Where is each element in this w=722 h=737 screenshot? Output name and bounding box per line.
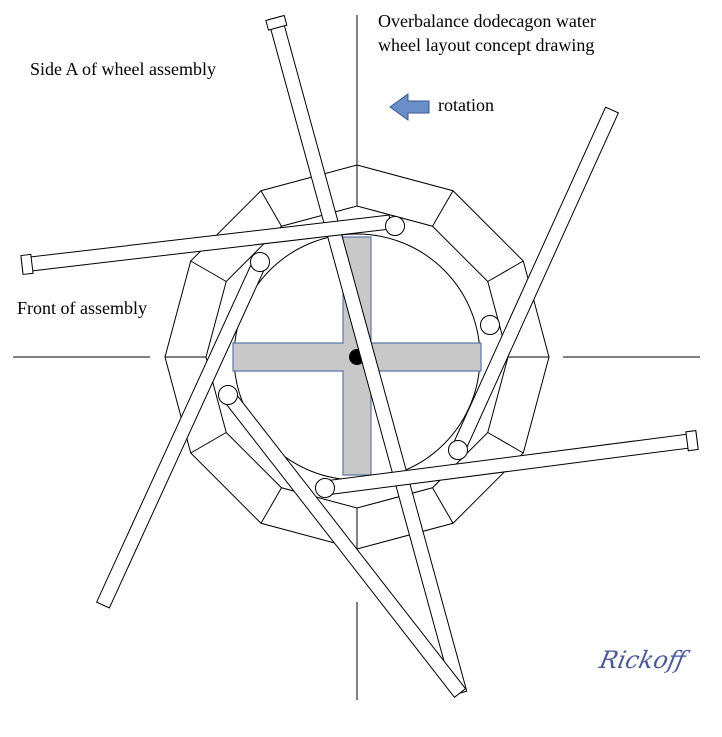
roller-ball (250, 252, 270, 272)
dodecagon-segment-link (260, 190, 282, 227)
dodecagon-segment-link (190, 260, 227, 282)
left-arrow-icon (389, 93, 430, 121)
diagram-title-line-2: wheel layout concept drawing (378, 35, 595, 55)
tube-body (450, 106, 620, 454)
dodecagon-segment-link (487, 432, 524, 454)
rotation-label: rotation (438, 95, 494, 115)
dodecagon-segment-link (432, 190, 454, 227)
tube (265, 14, 468, 696)
tube-set (20, 14, 699, 699)
roller-ball (385, 216, 405, 236)
dodecagon-segment-link (487, 260, 524, 282)
artist-signature: Rickoff (597, 646, 689, 674)
roller-ball (315, 478, 335, 498)
tube (20, 214, 392, 275)
dodecagon-segment-link (260, 487, 282, 524)
tube (450, 106, 620, 454)
diagram-title-line-1: Overbalance dodecagon water (378, 11, 596, 31)
dodecagon-segment-link (432, 487, 454, 524)
front-label: Front of assembly (17, 298, 147, 318)
roller-ball (480, 315, 500, 335)
dodecagon-frame (164, 164, 550, 550)
axis-lines (13, 15, 700, 700)
roller-ball (218, 385, 238, 405)
tube-end-cap (20, 253, 34, 275)
tube-end-cap (265, 14, 288, 31)
dodecagon-segment-link (190, 432, 227, 454)
side-label: Side A of wheel assembly (30, 59, 216, 79)
tube-end-cap (685, 430, 699, 452)
roller-ball (448, 440, 468, 460)
